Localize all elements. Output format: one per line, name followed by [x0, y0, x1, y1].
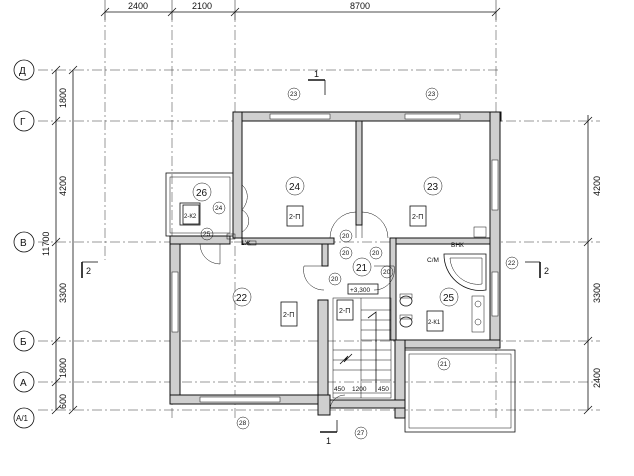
- section-marks: 1 1 2 2: [81, 69, 549, 446]
- terrace-21: [404, 349, 516, 433]
- room-25: 25: [443, 293, 455, 304]
- axis-A: А: [20, 378, 27, 389]
- room-20-marker-d: 20: [331, 276, 339, 283]
- dim-left-total: 11700: [41, 232, 51, 256]
- right-dimension-chain: 4200 3300 2400: [583, 115, 602, 415]
- room-24: 24: [289, 182, 301, 193]
- room-27-marker: 27: [357, 430, 365, 437]
- section-1-bottom: 1: [326, 436, 331, 446]
- section-1-top: 1: [314, 69, 319, 79]
- section-2-left: 2: [86, 266, 91, 276]
- room-26: 26: [196, 188, 208, 199]
- tag-26: 2-К2: [184, 214, 197, 220]
- tag-25: 2-К1: [428, 320, 441, 326]
- room-20-marker-a: 20: [342, 233, 350, 240]
- dim-stair-3: 450: [378, 386, 389, 393]
- dim-top-2: 2100: [192, 1, 212, 11]
- left-dimension-chain: 1800 4200 11700 3300 1800 600: [41, 65, 78, 415]
- dim-top-1: 2400: [128, 1, 148, 11]
- dim-left-3: 3300: [58, 283, 68, 303]
- room-25-marker: 25: [203, 231, 211, 238]
- room-21: 21: [356, 263, 368, 274]
- tag-22: 2-П: [283, 312, 294, 319]
- tag-23: 2-П: [412, 214, 423, 221]
- label-vnk: ВНК: [451, 242, 464, 249]
- room-22-marker: 22: [508, 260, 516, 267]
- axis-B: Б: [20, 337, 27, 348]
- room-labels: 24 23 22 21 25 26 23 23 24 25 20 20 20 2…: [192, 87, 519, 440]
- window-openings: [171, 113, 499, 403]
- level-label: +3,300: [350, 287, 370, 294]
- doors: [199, 184, 395, 411]
- dim-right-1: 4200: [592, 176, 602, 196]
- dim-top-3: 8700: [350, 1, 370, 11]
- dim-right-3: 2400: [592, 368, 602, 388]
- room-20-marker-c: 20: [342, 250, 350, 257]
- dim-left-1: 1800: [58, 88, 68, 108]
- room-21-marker: 21: [440, 361, 448, 368]
- tag-24: 2-П: [289, 214, 300, 221]
- room-28-marker: 28: [239, 420, 247, 427]
- dim-left-2: 4200: [58, 176, 68, 196]
- room-20-marker-b: 20: [372, 250, 380, 257]
- dim-left-5: 600: [58, 394, 68, 409]
- axis-V: В: [20, 238, 27, 249]
- top-dimension-chain: 2400 2100 8700: [100, 0, 501, 20]
- balcony-room-26: [165, 172, 234, 237]
- axis-A1: А/1: [16, 414, 29, 423]
- level-mark: +3,300: [347, 283, 379, 295]
- dim-right-2: 3300: [592, 283, 602, 303]
- dim-left-4: 1800: [58, 358, 68, 378]
- staircase: [332, 297, 392, 399]
- room-23-marker-a: 23: [290, 91, 298, 98]
- label-zh: 1Ж: [241, 240, 251, 247]
- room-22: 22: [236, 293, 248, 304]
- room-20-marker-e: 20: [383, 269, 391, 276]
- stair-dimensions: 450 1200 450: [333, 386, 391, 394]
- tag-21: 2-П: [339, 308, 350, 315]
- room-23: 23: [427, 182, 439, 193]
- room-23-marker-b: 23: [428, 91, 436, 98]
- axis-D: Д: [19, 66, 26, 77]
- bathroom-fixtures: [226, 226, 487, 333]
- label-cm: С/М: [427, 257, 439, 264]
- fixture-labels: С/М ВНК 1Ж: [241, 240, 464, 264]
- section-2-right: 2: [544, 266, 549, 276]
- axis-markers: Д Г В Б А А/1: [13, 59, 35, 429]
- axis-G: Г: [20, 117, 26, 128]
- room-24-marker: 24: [215, 205, 223, 212]
- dim-stair-1: 450: [334, 386, 345, 393]
- room-tags: 2-П 2-П 2-П 2-П 2-К2 2-К1: [182, 204, 444, 332]
- dim-stair-2: 1200: [352, 386, 367, 393]
